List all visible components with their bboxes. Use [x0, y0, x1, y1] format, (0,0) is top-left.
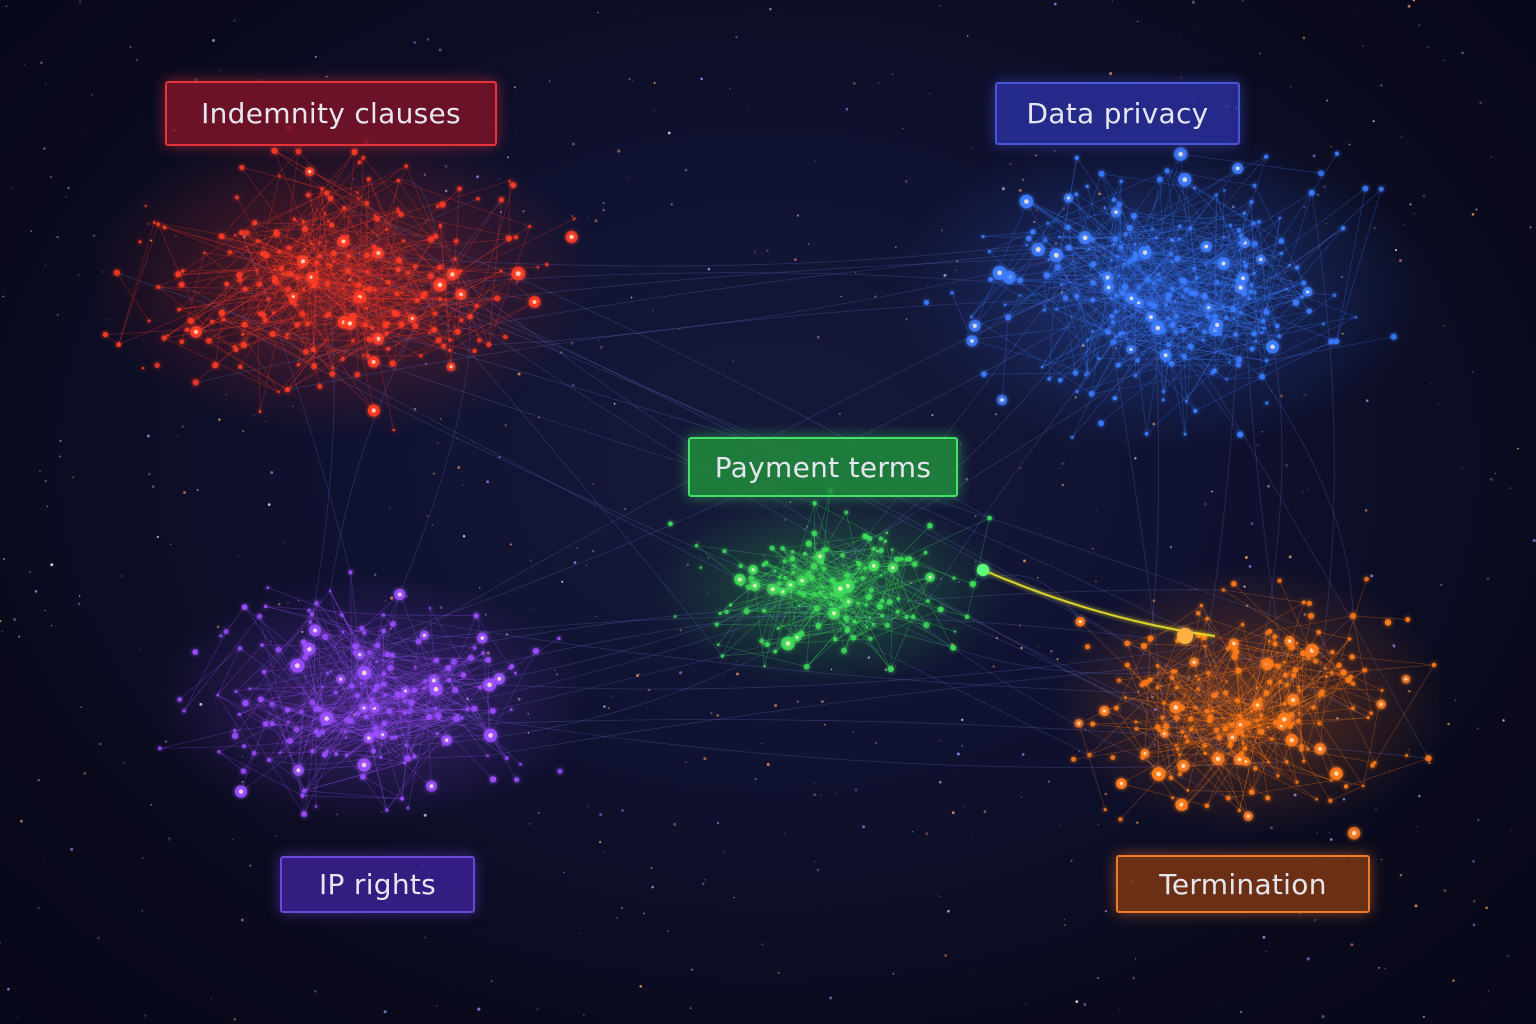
cluster-label-ip-rights[interactable]: IP rights — [280, 856, 475, 913]
cluster-label-indemnity[interactable]: Indemnity clauses — [165, 81, 497, 146]
nodes-indemnity — [102, 125, 578, 432]
nodes-ip — [157, 570, 563, 818]
cluster-label-termination[interactable]: Termination — [1116, 855, 1370, 913]
nodes-privacy — [923, 147, 1397, 440]
inter-cluster-edges — [116, 156, 1429, 815]
cluster-label-data-privacy[interactable]: Data privacy — [995, 82, 1240, 145]
nodes-termination — [1071, 576, 1437, 840]
nodes-payment — [668, 488, 992, 673]
edges-termination — [1073, 579, 1435, 820]
cluster-label-payment-terms[interactable]: Payment terms — [688, 437, 958, 497]
